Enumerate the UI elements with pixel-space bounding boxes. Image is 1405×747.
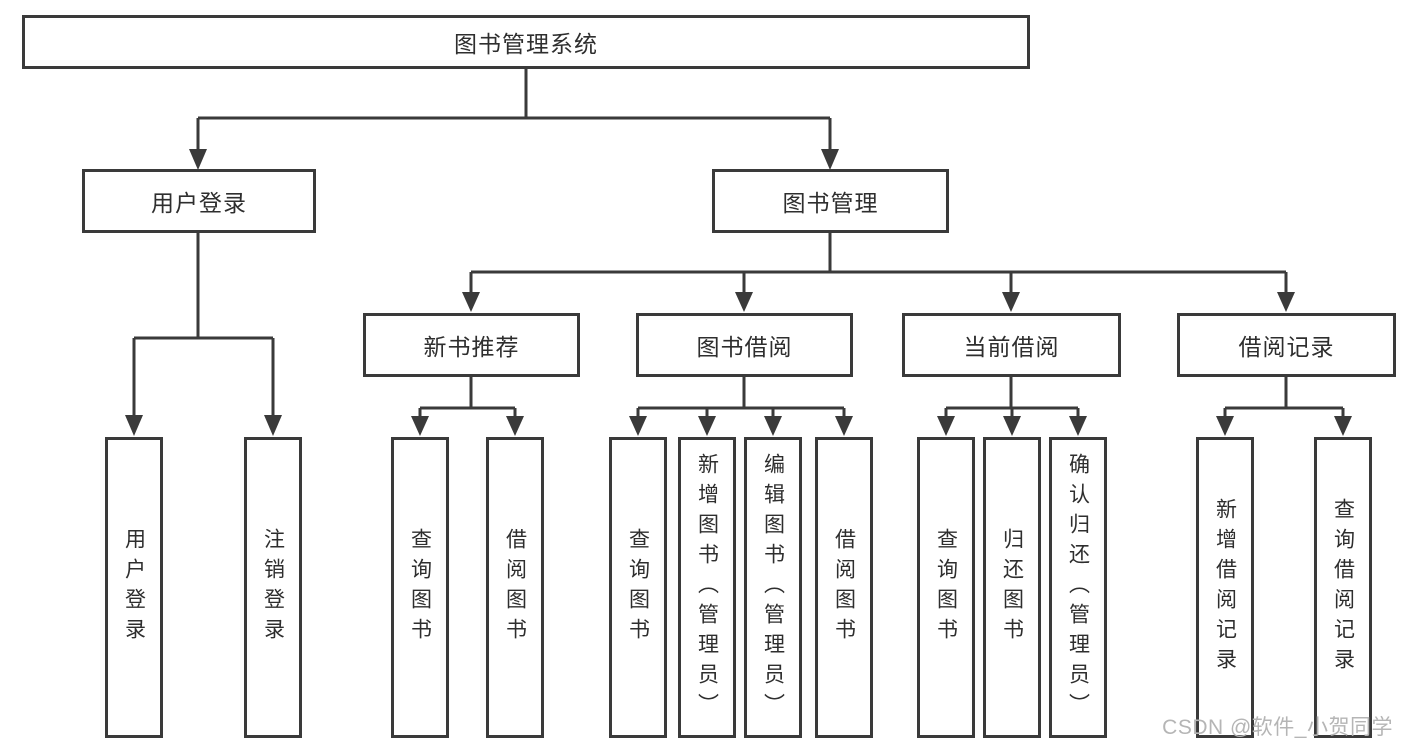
leaf-borrow-books-recommend-label: 借阅图书 xyxy=(503,527,527,648)
node-root: 图书管理系统 xyxy=(22,15,1030,69)
leaf-user-login-label: 用户登录 xyxy=(122,527,146,648)
leaf-add-book-admin-label: 新增图书（管理员） xyxy=(695,452,719,723)
leaf-add-borrow-record-label: 新增借阅记录 xyxy=(1213,497,1237,678)
leaf-user-login: 用户登录 xyxy=(105,437,163,738)
leaf-query-borrow-record-label: 查询借阅记录 xyxy=(1331,497,1355,678)
leaf-edit-book-admin-label: 编辑图书（管理员） xyxy=(761,452,785,723)
node-book-borrow: 图书借阅 xyxy=(636,313,853,377)
leaf-query-books-recommend: 查询图书 xyxy=(391,437,449,738)
node-book-management: 图书管理 xyxy=(712,169,949,233)
leaf-add-book-admin: 新增图书（管理员） xyxy=(678,437,736,738)
leaf-add-borrow-record: 新增借阅记录 xyxy=(1196,437,1254,738)
leaf-query-books-current: 查询图书 xyxy=(917,437,975,738)
leaf-return-book: 归还图书 xyxy=(983,437,1041,738)
leaf-confirm-return-admin-label: 确认归还（管理员） xyxy=(1066,452,1090,723)
leaf-logout-label: 注销登录 xyxy=(261,527,285,648)
leaf-edit-book-admin: 编辑图书（管理员） xyxy=(744,437,802,738)
leaf-borrow-books-label: 借阅图书 xyxy=(832,527,856,648)
leaf-borrow-books: 借阅图书 xyxy=(815,437,873,738)
leaf-logout: 注销登录 xyxy=(244,437,302,738)
node-user-login: 用户登录 xyxy=(82,169,316,233)
leaf-query-books-current-label: 查询图书 xyxy=(934,527,958,648)
leaf-query-books-borrow: 查询图书 xyxy=(609,437,667,738)
node-new-book-recommend: 新书推荐 xyxy=(363,313,580,377)
node-current-borrow: 当前借阅 xyxy=(902,313,1121,377)
leaf-confirm-return-admin: 确认归还（管理员） xyxy=(1049,437,1107,738)
leaf-borrow-books-recommend: 借阅图书 xyxy=(486,437,544,738)
leaf-query-books-borrow-label: 查询图书 xyxy=(626,527,650,648)
leaf-return-book-label: 归还图书 xyxy=(1000,527,1024,648)
node-borrow-records: 借阅记录 xyxy=(1177,313,1396,377)
leaf-query-books-recommend-label: 查询图书 xyxy=(408,527,432,648)
leaf-query-borrow-record: 查询借阅记录 xyxy=(1314,437,1372,738)
